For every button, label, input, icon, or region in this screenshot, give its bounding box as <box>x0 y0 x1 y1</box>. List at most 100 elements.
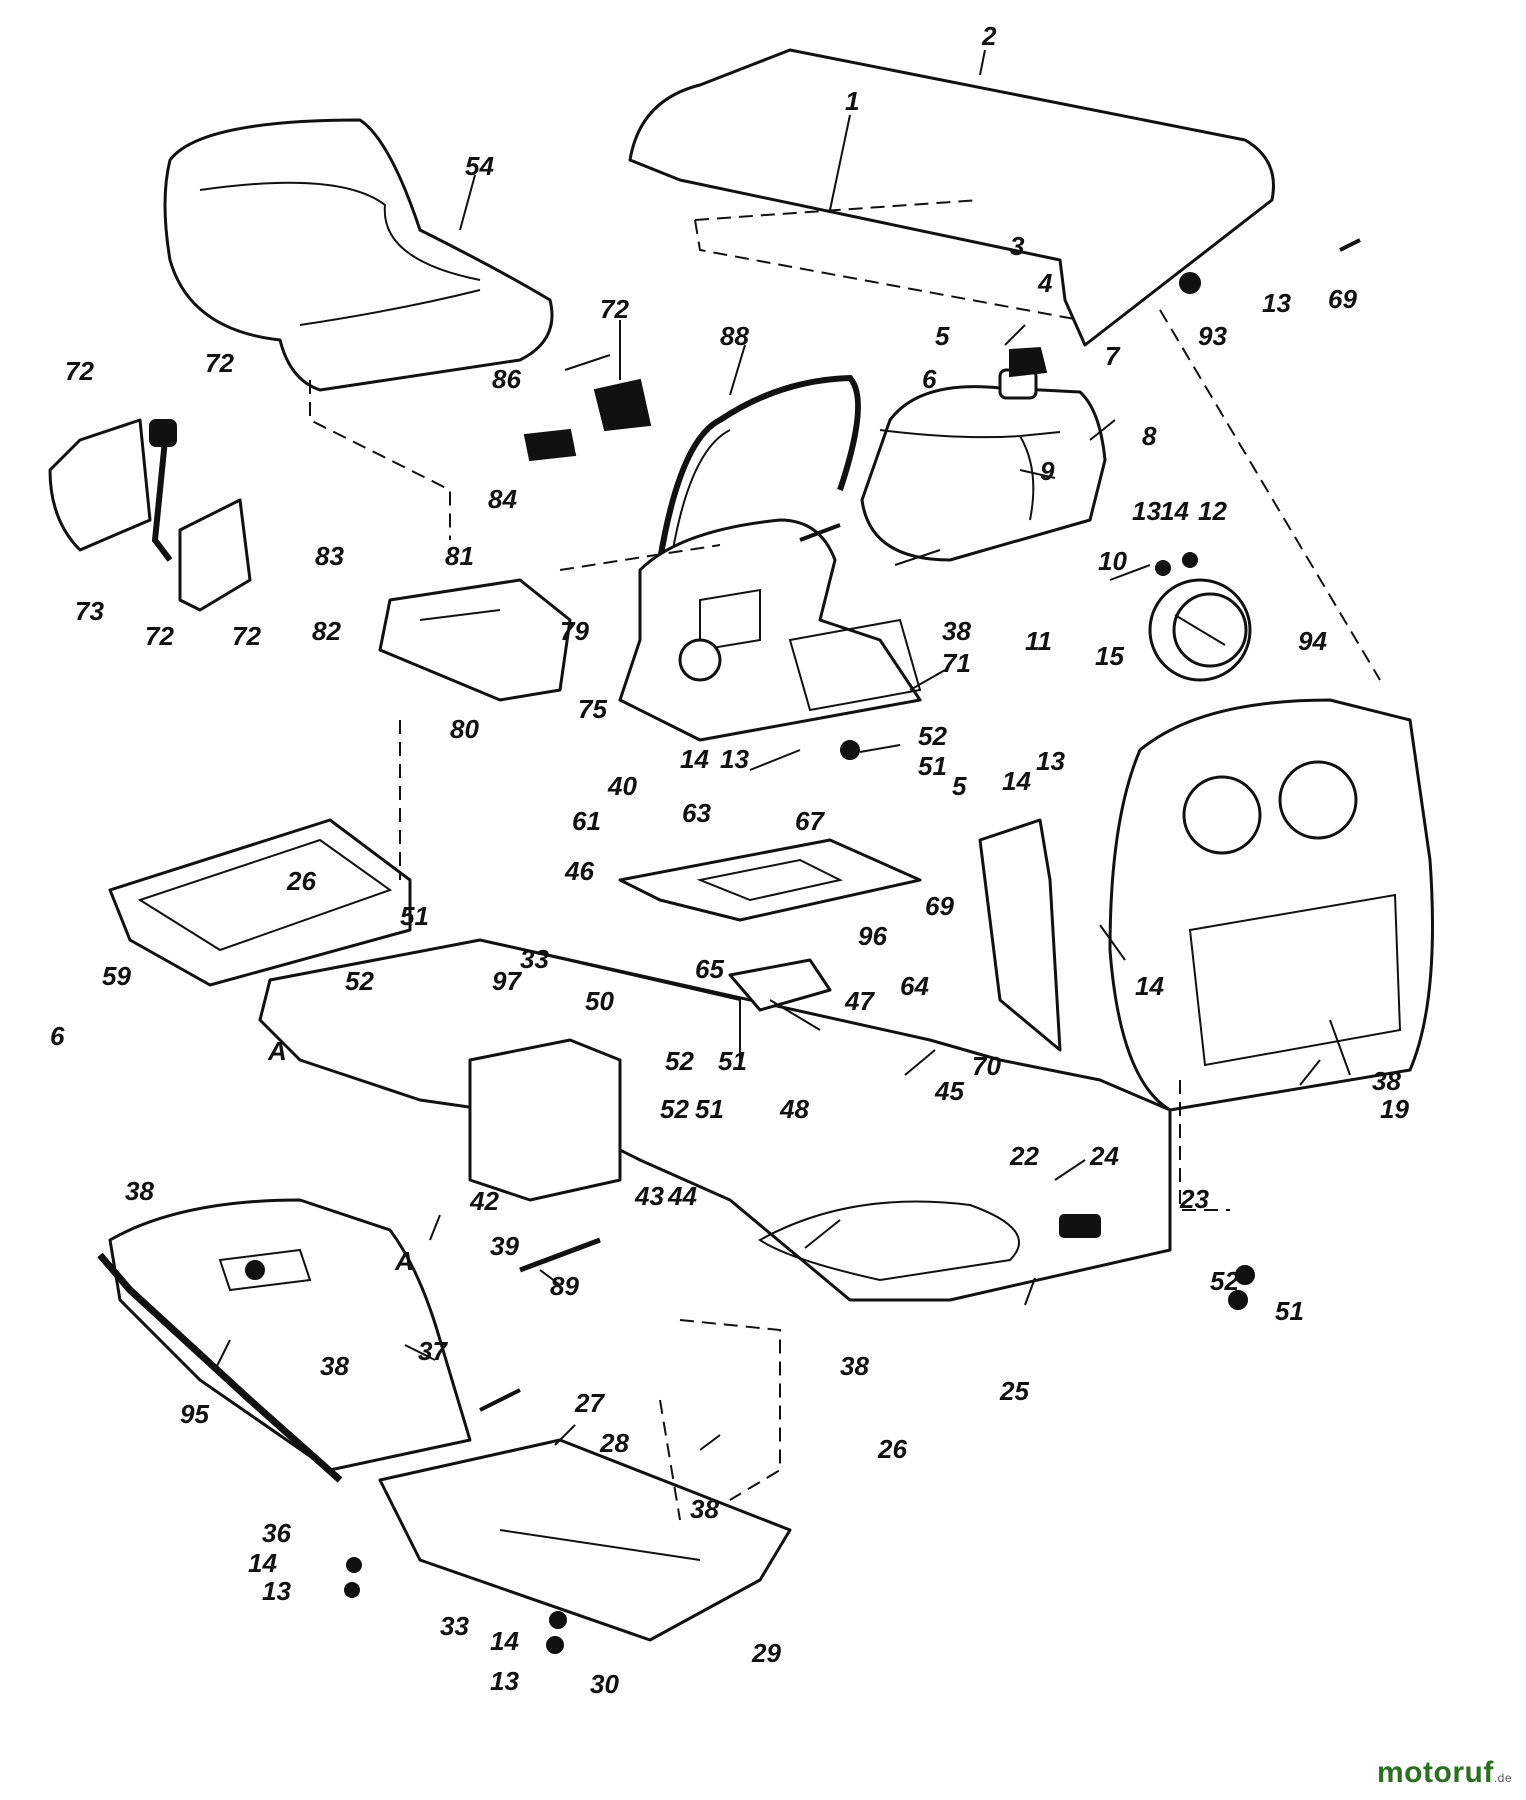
part-label: 15 <box>1095 641 1124 671</box>
part-label: 38 <box>690 1494 719 1524</box>
part-label: 24 <box>1089 1141 1119 1171</box>
part-label: 14 <box>1160 496 1189 526</box>
part-label: 54 <box>465 151 494 181</box>
part-label: 47 <box>844 986 875 1016</box>
part-label: 13 <box>262 1576 291 1606</box>
part-label: 86 <box>492 364 521 394</box>
part-label: 37 <box>418 1336 448 1366</box>
running-board-part <box>378 1438 792 1642</box>
watermark-suffix: .de <box>1493 1771 1512 1785</box>
part-label: 67 <box>795 806 825 836</box>
part-label: 38 <box>942 616 971 646</box>
part-label: 72 <box>65 356 94 386</box>
part-label: 84 <box>488 484 517 514</box>
part-label: 38 <box>125 1176 154 1206</box>
part-label: 82 <box>312 616 341 646</box>
part-label: 83 <box>315 541 344 571</box>
main-frame-part <box>258 938 1172 1302</box>
part-label: 96 <box>858 921 887 951</box>
part-label: 14 <box>490 1626 519 1656</box>
part-label: A <box>394 1246 414 1276</box>
part-label: 26 <box>286 866 316 896</box>
battery-part <box>468 1038 622 1202</box>
part-label: 44 <box>667 1181 697 1211</box>
side-panel-part <box>978 818 1062 1052</box>
part-label: 22 <box>1009 1141 1039 1171</box>
part-label: 71 <box>942 648 971 678</box>
part-label: 42 <box>469 1186 499 1216</box>
part-label: 2 <box>981 21 997 51</box>
part-label: 88 <box>720 321 749 351</box>
part-label: 26 <box>877 1434 907 1464</box>
part-label: 80 <box>450 714 479 744</box>
part-label: 51 <box>695 1094 724 1124</box>
part-label: 81 <box>445 541 474 571</box>
part-label: 93 <box>1198 321 1227 351</box>
floor-plate-part <box>618 838 922 922</box>
part-label: 75 <box>578 694 607 724</box>
part-label: 38 <box>1372 1066 1401 1096</box>
part-label: 51 <box>1275 1296 1304 1326</box>
part-label: 52 <box>665 1046 694 1076</box>
part-label: 3 <box>1010 231 1025 261</box>
fender-part <box>97 1198 472 1483</box>
part-label: 33 <box>520 944 549 974</box>
watermark-brand: motoruf <box>1377 1756 1494 1789</box>
control-lever-part <box>48 418 252 612</box>
part-label: 43 <box>634 1181 664 1211</box>
part-label: 51 <box>718 1046 747 1076</box>
part-label: 38 <box>320 1351 349 1381</box>
part-label: 19 <box>1380 1094 1409 1124</box>
part-label: 46 <box>564 856 594 886</box>
part-label: 72 <box>600 294 629 324</box>
dashboard-part <box>618 518 922 742</box>
part-label: 14 <box>248 1548 277 1578</box>
part-label: 36 <box>262 1518 291 1548</box>
part-label: 51 <box>918 751 947 781</box>
leader-lines <box>214 49 1351 1451</box>
part-label: 45 <box>934 1076 964 1106</box>
part-label: 38 <box>840 1351 869 1381</box>
part-label: 59 <box>102 961 131 991</box>
part-label: 14 <box>1002 766 1031 796</box>
part-label: 50 <box>585 986 614 1016</box>
part-label: 72 <box>145 621 174 651</box>
part-label: 69 <box>925 891 954 921</box>
part-label: 70 <box>972 1051 1001 1081</box>
part-label: 6 <box>50 1021 65 1051</box>
part-label: 94 <box>1298 626 1327 656</box>
part-label: 7 <box>1105 341 1121 371</box>
part-label: 23 <box>1179 1184 1209 1214</box>
part-label: 28 <box>599 1428 629 1458</box>
part-label: 27 <box>574 1388 605 1418</box>
part-label: 48 <box>779 1094 809 1124</box>
part-label: 29 <box>751 1638 781 1668</box>
part-label: 25 <box>999 1376 1029 1406</box>
part-label: 72 <box>232 621 261 651</box>
seat-bracket-part <box>378 578 572 702</box>
seat-part <box>163 118 554 392</box>
part-label: 14 <box>1135 971 1164 1001</box>
part-label: 97 <box>492 966 522 996</box>
part-label: 52 <box>345 966 374 996</box>
part-label: 13 <box>720 744 749 774</box>
hardware-parts <box>344 238 1361 1654</box>
part-label: 73 <box>75 596 104 626</box>
part-label: 5 <box>952 771 967 801</box>
part-label: 1 <box>845 86 859 116</box>
part-label: 9 <box>1040 456 1055 486</box>
part-label: 64 <box>900 971 929 1001</box>
switch-part <box>523 354 652 462</box>
part-label: 40 <box>607 771 637 801</box>
part-label: 13 <box>1132 496 1161 526</box>
fuel-tank-part <box>860 346 1107 562</box>
part-label: 69 <box>1328 284 1357 314</box>
part-label: 12 <box>1198 496 1227 526</box>
part-label: 6 <box>922 364 937 394</box>
part-label: 11 <box>1025 626 1052 656</box>
part-label: 10 <box>1098 546 1127 576</box>
part-label: 13 <box>1262 288 1291 318</box>
part-label: 61 <box>572 806 601 836</box>
part-label: 52 <box>1210 1266 1239 1296</box>
steering-arch-part <box>657 374 861 561</box>
